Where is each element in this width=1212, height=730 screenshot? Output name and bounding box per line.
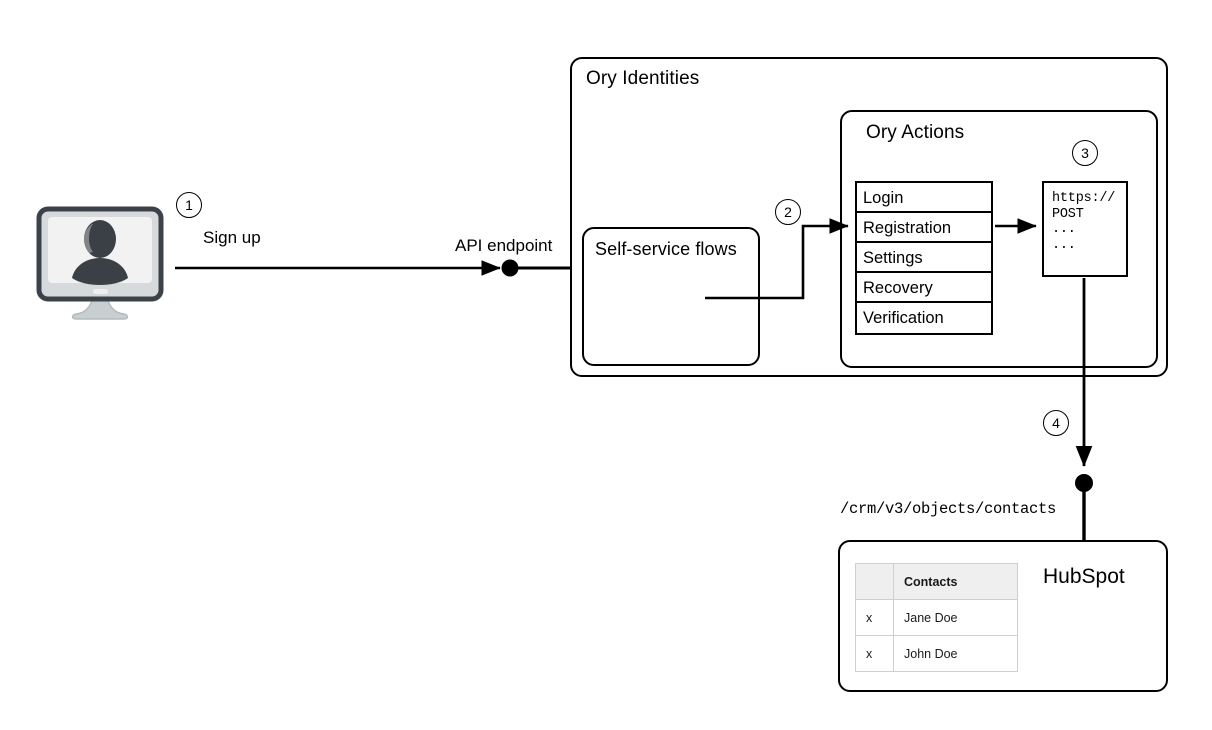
flow-item-recovery[interactable]: Recovery bbox=[857, 273, 991, 303]
hubspot-endpoint-port bbox=[1075, 474, 1093, 492]
flow-item-verification[interactable]: Verification bbox=[857, 303, 991, 333]
contacts-header-contacts: Contacts bbox=[893, 563, 1018, 600]
monitor-user-icon bbox=[36, 206, 164, 320]
step-badge-2: 2 bbox=[775, 199, 801, 225]
contact-row-name: John Doe bbox=[893, 635, 1018, 672]
step-badge-4: 4 bbox=[1043, 410, 1069, 436]
contact-row-mark: x bbox=[855, 635, 894, 672]
step-badge-1: 1 bbox=[176, 192, 202, 218]
api-endpoint-port bbox=[501, 259, 519, 277]
flow-item-settings[interactable]: Settings bbox=[857, 243, 991, 273]
table-row[interactable]: x John Doe bbox=[855, 635, 1018, 672]
ory-identities-title: Ory Identities bbox=[586, 68, 700, 89]
edge-label-crm-path: /crm/v3/objects/contacts bbox=[840, 500, 1057, 518]
webhook-method-line: POST bbox=[1052, 206, 1084, 222]
ory-actions-container bbox=[840, 110, 1158, 368]
self-service-flow-list: Login Registration Settings Recovery Ver… bbox=[855, 181, 993, 335]
step-badge-3: 3 bbox=[1072, 140, 1098, 166]
flow-item-registration[interactable]: Registration bbox=[857, 213, 991, 243]
contacts-table-header-row: Contacts bbox=[855, 563, 1018, 600]
user-avatar-silhouette bbox=[72, 220, 128, 285]
contacts-table: Contacts x Jane Doe x John Doe bbox=[855, 563, 1018, 672]
contact-row-mark: x bbox=[855, 599, 894, 636]
webhook-body-line-1: ... bbox=[1052, 222, 1076, 237]
hubspot-container bbox=[838, 540, 1168, 692]
contacts-header-blank bbox=[855, 563, 894, 600]
table-row[interactable]: x Jane Doe bbox=[855, 599, 1018, 636]
edge-label-api-endpoint: API endpoint bbox=[455, 236, 553, 255]
self-service-flows-title: Self-service flows bbox=[595, 239, 737, 259]
edge-selfservice-to-registration bbox=[705, 218, 849, 300]
contact-row-name: Jane Doe bbox=[893, 599, 1018, 636]
monitor-power-indicator bbox=[93, 289, 108, 294]
monitor-stand bbox=[71, 295, 129, 320]
webhook-url-line: https:// bbox=[1052, 191, 1116, 206]
user-avatar-highlight bbox=[84, 224, 93, 253]
ory-actions-title: Ory Actions bbox=[866, 122, 965, 143]
webhook-body-line-2: ... bbox=[1052, 237, 1076, 253]
hubspot-title: HubSpot bbox=[1043, 565, 1125, 588]
self-service-flows-box bbox=[582, 227, 760, 366]
ory-identities-container bbox=[570, 57, 1168, 377]
flow-item-login[interactable]: Login bbox=[857, 183, 991, 213]
webhook-request-box: https:// POST ... ... bbox=[1042, 181, 1128, 277]
edge-label-sign-up: Sign up bbox=[203, 228, 261, 247]
